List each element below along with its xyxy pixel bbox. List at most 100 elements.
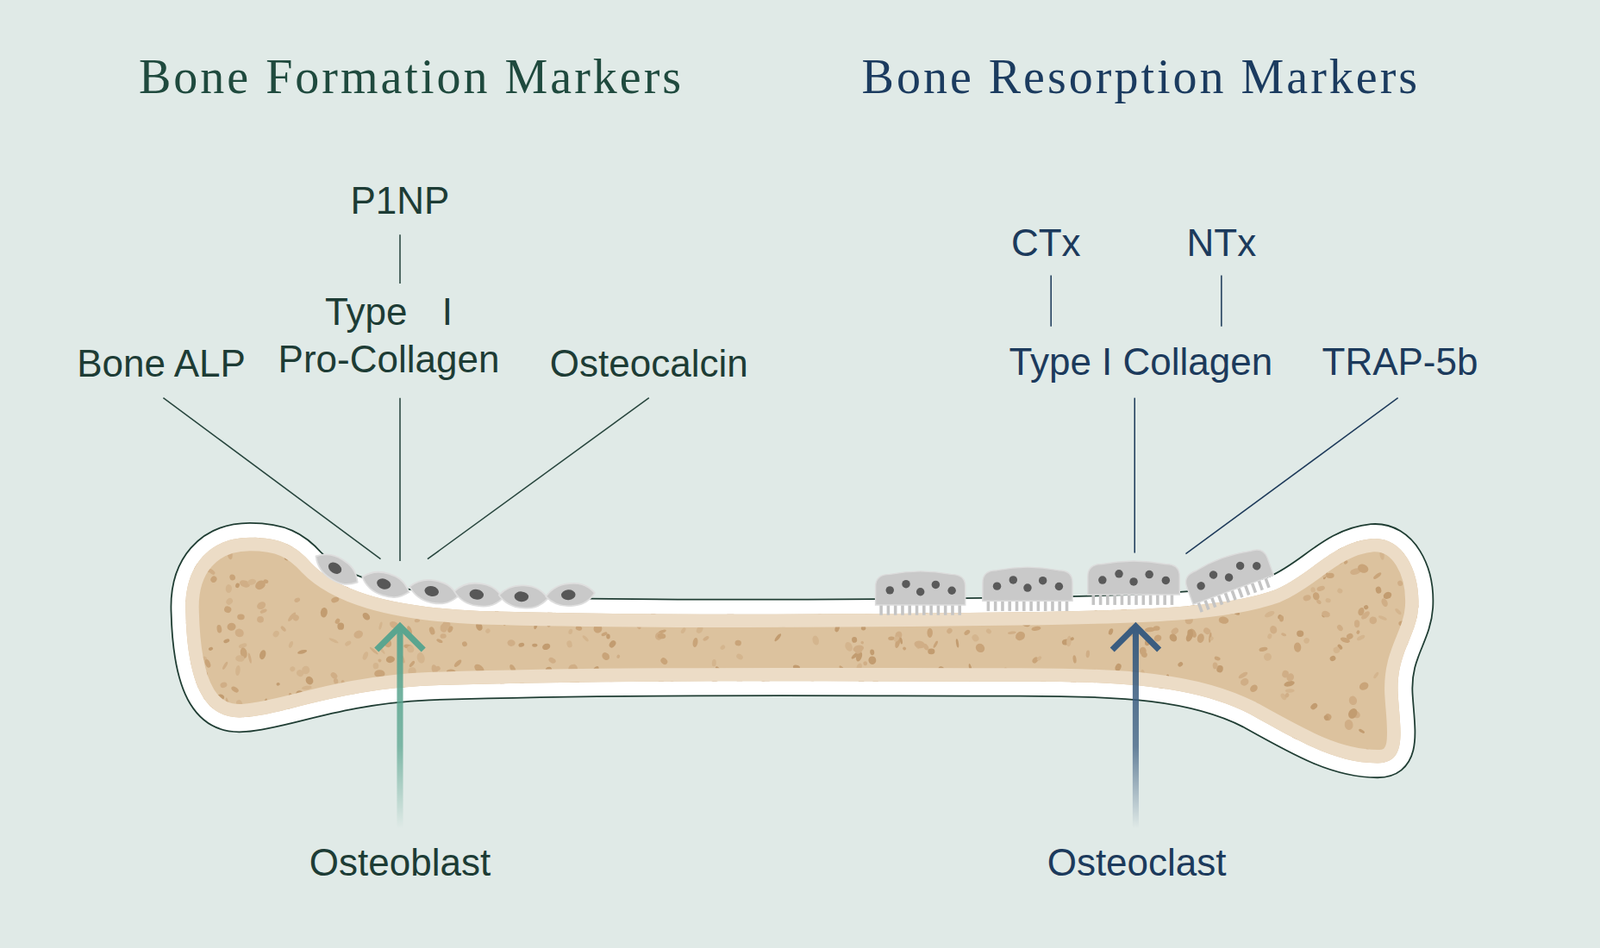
bone-speck [574,571,582,581]
bone-speck [611,745,621,756]
bone-speck [470,718,480,727]
bone-speck [389,531,395,536]
bone-speck [371,735,382,745]
bone-speck [1416,543,1428,555]
bone-speck [734,639,742,647]
bone-speck [735,652,744,661]
bone-speck [409,746,416,758]
bone-speck [608,694,621,707]
bone-speck [1419,705,1428,714]
bone-speck [1423,760,1431,763]
bone-speck [1057,731,1063,735]
bone-speck [1213,745,1219,752]
bone-speck [1372,571,1382,581]
bone-speck [955,568,961,575]
bone-speck [610,551,621,563]
bone-speck [478,688,488,698]
cell-body [310,546,364,592]
bone-speck [632,730,644,740]
bone-speck [223,637,231,644]
cell-body [544,581,595,608]
bone-speck [1159,739,1165,750]
bone-speck [698,584,710,591]
cell-nucleus [886,586,894,594]
bone-speck [541,756,551,765]
bone-speck [1114,726,1124,737]
bone-speck [1138,725,1150,732]
bone-speck [686,743,693,749]
bone-speck [229,746,239,753]
bone-speck [1401,707,1410,716]
bone-speck [972,687,983,699]
bone-speck [670,743,678,751]
bone-speck [825,530,838,544]
bone-speck [625,581,633,589]
bone-speck [1014,687,1023,694]
bone-speck [600,650,612,662]
bone-speck [484,683,493,692]
bone-speck [1400,726,1408,735]
bone-speck [811,684,817,695]
bone-speck [207,736,218,748]
cell-nucleus [513,591,529,603]
cell-label: Osteoblast [309,838,491,887]
bone-speck [620,742,632,753]
bone-speck [820,594,827,606]
bone-speck [603,582,610,592]
bone-speck [696,531,705,540]
bone-speck [1264,738,1274,745]
leader-line [427,398,650,560]
bone-speck [474,752,482,758]
bone-speck [1418,531,1426,539]
cell-body [407,575,461,608]
bone-speck [202,739,212,750]
bone-speck [729,765,735,774]
bone-speck [781,548,791,558]
bone-speck [867,526,875,536]
bone-speck [1356,606,1366,617]
bone-speck [439,633,447,639]
bone-speck [659,656,669,667]
bone-speck [710,725,722,737]
bone-speck [798,684,806,694]
arrow-head [1112,626,1159,650]
cell-body [875,571,966,606]
bone-speck [1287,762,1294,770]
bone-speck [487,764,496,773]
bone-speck [973,712,981,721]
bone-speck [901,646,907,651]
bone-speck [273,762,285,770]
bone-speck [680,626,688,635]
cell-nucleus [1195,581,1207,592]
marker-label: CTx [1011,218,1082,266]
bone-speck [774,606,783,614]
bone-speck [600,750,607,755]
bone-speck [863,595,872,604]
bone-speck [373,737,381,744]
bone-speck [1423,710,1429,717]
bone-speck [328,637,339,644]
bone-speck [1401,661,1408,673]
bone-speck [508,745,519,757]
bone-speck [1421,654,1431,664]
bone-speck [225,584,232,594]
bone-speck [1150,718,1161,730]
marker-label: Bone ALP [76,339,246,388]
bone-speck [1397,754,1406,763]
cell-nucleus [325,560,344,577]
bone-speck [612,578,624,590]
bone-speck [1161,767,1170,774]
bone-speck [1409,699,1420,707]
bone-speck [1273,753,1279,760]
bone-speck [896,541,908,549]
bone-speck [1112,691,1119,698]
bone-speck [216,625,223,634]
bone-speck [566,640,574,649]
cell-body [1087,561,1181,595]
bone-speck [1187,629,1194,638]
bone-speck [568,628,574,635]
bone-speck [745,746,753,754]
bone-speck [1026,683,1037,691]
bone-speck [678,593,690,607]
bone-speck [518,642,525,648]
